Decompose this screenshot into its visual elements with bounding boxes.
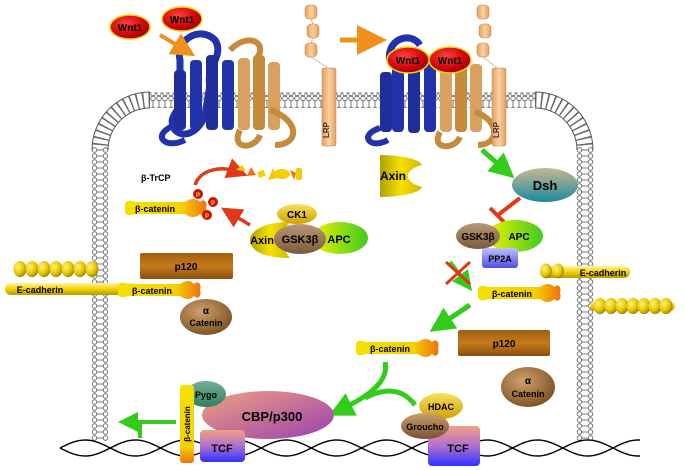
pp2a-label: PP2A (488, 254, 512, 264)
phosphate-label: P (196, 193, 200, 199)
tcf-label: TCF (447, 443, 469, 455)
catenin-label: Catenin (511, 389, 544, 399)
wnt1-label: Wnt1 (170, 15, 195, 26)
e-cadherin-label: E-cadherin (580, 268, 627, 278)
degradation-arrow (193, 158, 248, 186)
lrp-coreceptor-left: LRP (304, 4, 337, 147)
alpha-label: α (525, 376, 532, 387)
e-cadherin-left: E-cadherin (5, 260, 140, 295)
hdac-label: HDAC (428, 402, 454, 412)
binding-arrow (158, 33, 196, 57)
phosphate-label: P (211, 201, 215, 207)
blocked-arrow (444, 260, 473, 291)
beta-catenin-label: β-catenin (370, 344, 410, 354)
beta-catenin-stabilized: β-catenin (478, 284, 561, 302)
p120-free: p120 (458, 330, 550, 356)
gsk3b-label: GSK3β (282, 234, 319, 246)
beta-catenin-membrane: β-catenin (118, 281, 201, 299)
apc-label: APC (508, 232, 529, 243)
e-cadherin-label: E-cadherin (17, 285, 64, 295)
apc-label: APC (327, 234, 350, 246)
axin-label: Axin (250, 235, 274, 247)
e-cadherin-right: E-cadherin (540, 263, 675, 315)
ck1-label: CK1 (287, 210, 307, 221)
wnt1-label: Wnt1 (438, 56, 463, 67)
wnt1-ligand-bound-1: Wnt1 (386, 46, 430, 74)
dsh-label: Dsh (533, 178, 558, 193)
wnt1-ligand-bound-2: Wnt1 (428, 46, 472, 74)
alpha-label: α (203, 306, 210, 317)
axin-free: Axin (380, 155, 422, 197)
pygo-label: Pygo (195, 390, 218, 400)
lrp-coreceptor-right: LRP (476, 4, 507, 147)
phosphate-label: P (205, 214, 209, 220)
dsh-protein: Dsh (512, 168, 578, 202)
beta-trcp-label: β-TrCP (141, 173, 171, 183)
beta-catenin-label: β-catenin (183, 406, 192, 442)
beta-catenin-label: β-catenin (132, 286, 172, 296)
beta-catenin-phosphorylated: β-catenin P P P (125, 189, 218, 220)
lrp-label: LRP (492, 121, 501, 138)
destruction-complex-right: GSK3β APC PP2A (456, 220, 543, 268)
phosphate-group: P P P (193, 189, 218, 220)
p120-membrane: p120 (140, 253, 233, 279)
p120-label: p120 (493, 339, 516, 350)
transcription-arrow (138, 420, 176, 438)
alpha-catenin-membrane: α Catenin (180, 299, 232, 335)
transcription-complex-active: β-catenin Pygo CBP/p300 TCF (180, 381, 334, 463)
wnt1-ligand-free-2: Wnt1 (161, 6, 203, 32)
frizzled-receptor-left (159, 30, 297, 149)
tcf-label: TCF (211, 443, 233, 455)
gsk3b-label: GSK3β (461, 232, 494, 243)
wnt1-ligand-free-1: Wnt1 (109, 14, 151, 40)
beta-catenin-label: β-catenin (492, 289, 532, 299)
destruction-complex-left: Axin CK1 GSK3β APC (250, 204, 368, 258)
nuclear-entry-arrow (328, 361, 388, 416)
frizzled-receptor-right (365, 34, 498, 150)
groucho-displacement-arrow (363, 388, 417, 407)
beta-catenin-cytoplasmic: β-catenin (356, 339, 439, 357)
dna-helix (59, 439, 641, 457)
lrp-label: LRP (322, 121, 331, 138)
axin-label: Axin (380, 169, 406, 183)
activation-arrow (480, 148, 515, 179)
transcription-complex-repressor: HDAC Groucho TCF (401, 393, 480, 466)
inhibition-line (488, 196, 522, 224)
translocation-arrow (429, 302, 472, 332)
p120-label: p120 (175, 262, 198, 273)
wnt1-label: Wnt1 (396, 56, 421, 67)
phosphorylation-arrow (220, 207, 251, 228)
wnt1-label: Wnt1 (118, 23, 143, 34)
beta-catenin-label: β-catenin (135, 204, 175, 214)
cbp-p300-label: CBP/p300 (242, 409, 303, 424)
alpha-catenin-free: α Catenin (501, 367, 555, 407)
groucho-label: Groucho (406, 422, 444, 432)
catenin-label: Catenin (189, 318, 222, 328)
degraded-beta-catenin (236, 165, 302, 180)
